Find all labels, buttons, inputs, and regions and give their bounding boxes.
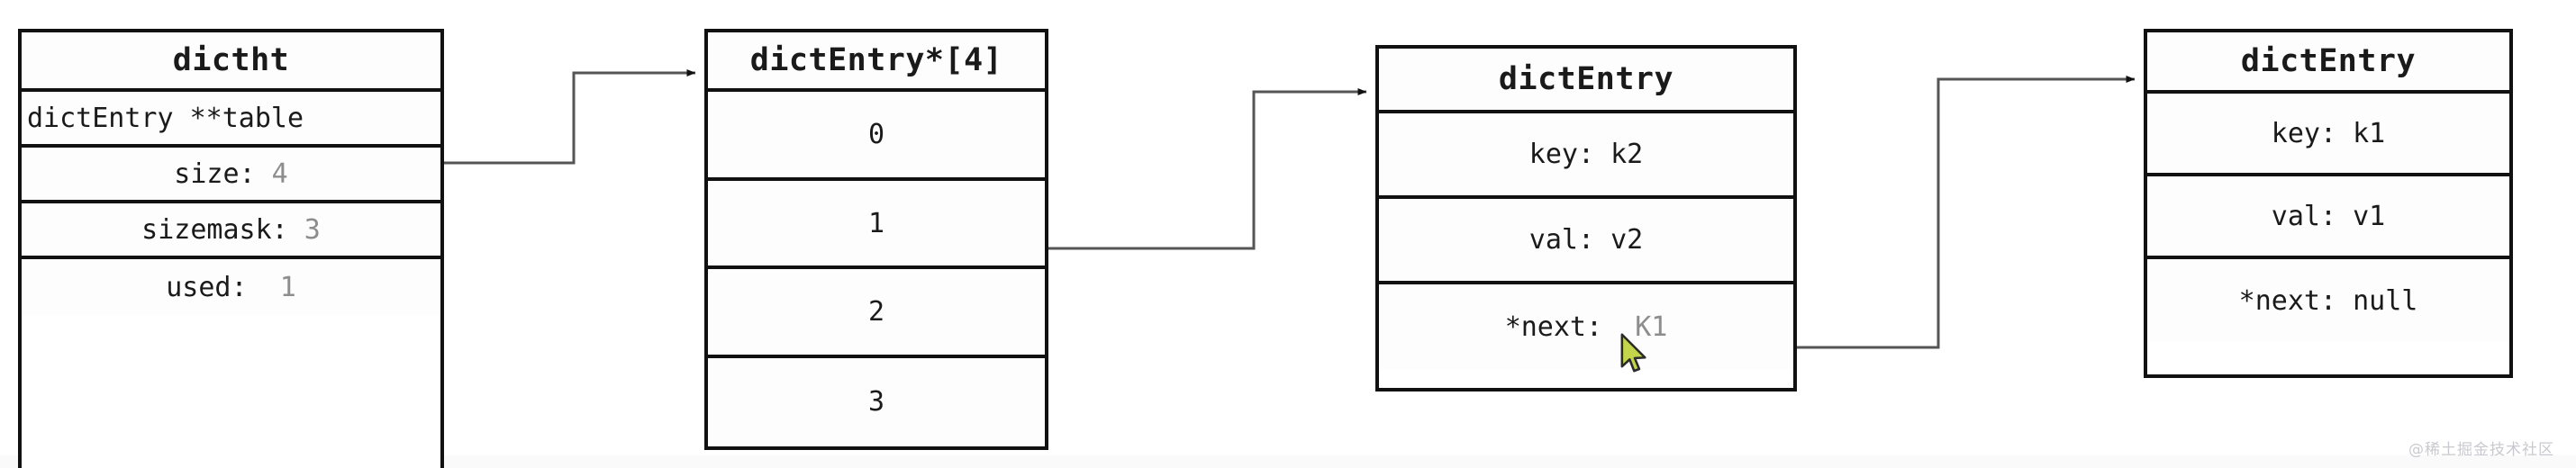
box-array-slot-1: 1 [708, 180, 1045, 270]
struct-box-entry-k1: dictEntry key: k1 val: v1 *next: null [2144, 29, 2513, 378]
struct-box-entry-k2: dictEntry key: k2 val: v2 *next: K1 [1375, 45, 1797, 392]
box-dictht-field-table: dictEntry **table [22, 92, 440, 148]
struct-box-array: dictEntry*[4] 0 1 2 3 [704, 29, 1048, 450]
connector-array-slot1-to-entry-k2 [1048, 88, 1367, 250]
box-array-slot-0: 0 [708, 92, 1045, 181]
box-entry-k1-field-next: *next: null [2147, 259, 2509, 342]
box-dictht-header: dictht [22, 32, 440, 92]
field-value: 4 [271, 158, 288, 190]
box-entry-k1-header: dictEntry [2147, 32, 2509, 94]
box-dictht-field-used: used: 1 [22, 259, 440, 315]
field-value: 1 [279, 271, 296, 303]
box-entry-k1-field-val: val: v1 [2147, 176, 2509, 259]
field-label: *next: [1504, 311, 1603, 343]
field-label: size: [174, 158, 256, 190]
box-entry-k2-header: dictEntry [1379, 49, 1793, 113]
field-value: K1 [1635, 311, 1668, 343]
mouse-pointer-icon [1620, 333, 1646, 373]
box-array-slot-3: 3 [708, 357, 1045, 446]
connector-table-to-array [444, 69, 696, 165]
box-entry-k2-field-val: val: v2 [1379, 199, 1793, 284]
box-array-header: dictEntry*[4] [708, 32, 1045, 93]
box-dictht-field-size: size: 4 [22, 148, 440, 203]
watermark: @稀土掘金技术社区 [2408, 441, 2554, 459]
field-label: sizemask: [141, 213, 288, 246]
field-label: dictEntry **table [27, 102, 304, 134]
field-value: 3 [304, 213, 321, 246]
box-entry-k2-field-next: *next: K1 [1379, 284, 1793, 370]
bottom-band [0, 455, 2576, 468]
connector-entry-k2-to-entry-k1 [1797, 76, 2136, 349]
box-array-slot-2: 2 [708, 269, 1045, 358]
box-entry-k2-field-key: key: k2 [1379, 113, 1793, 199]
field-label: used: [166, 271, 248, 303]
box-dictht-field-sizemask: sizemask: 3 [22, 203, 440, 259]
box-entry-k1-field-key: key: k1 [2147, 94, 2509, 176]
struct-box-dictht: dictht dictEntry **table size: 4 sizemas… [18, 29, 444, 468]
